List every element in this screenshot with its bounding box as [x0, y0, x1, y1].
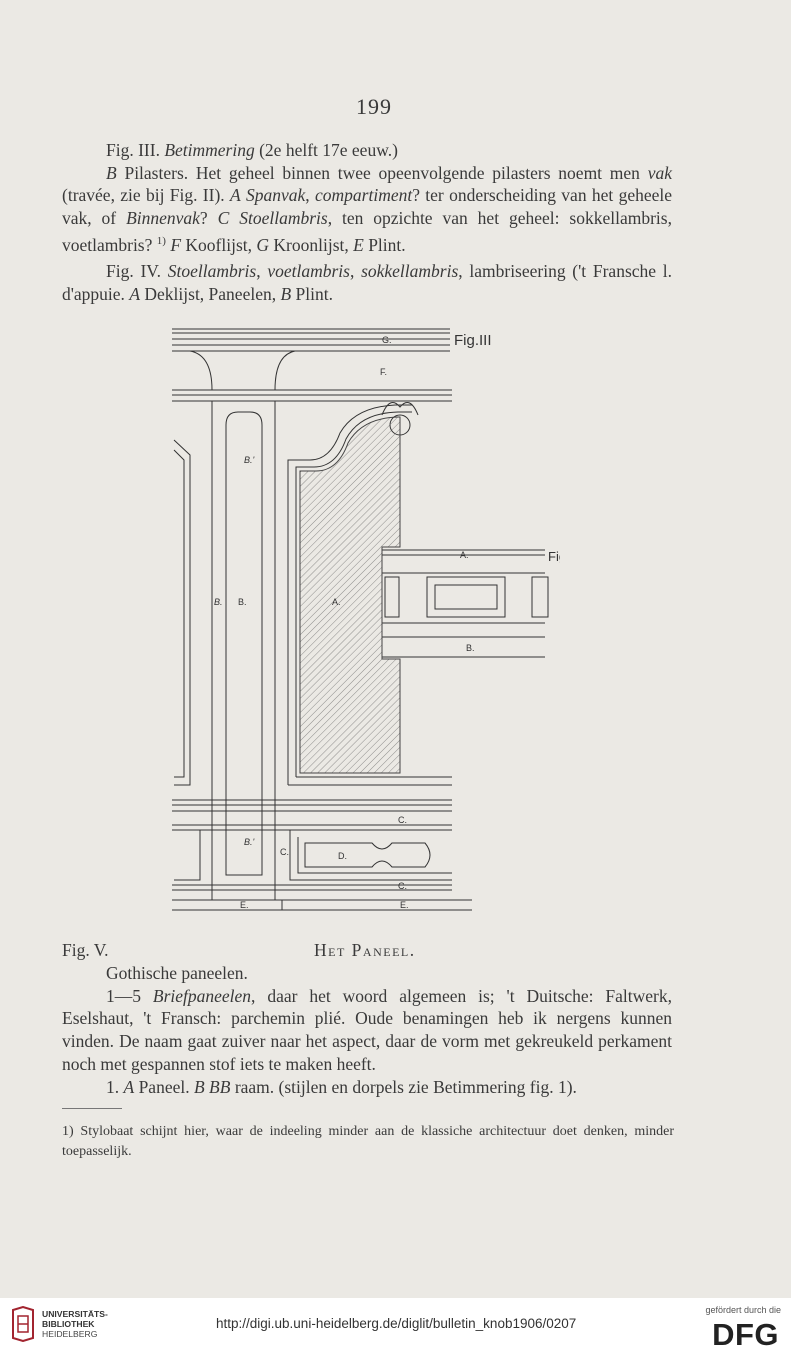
label-b-prime-1: B.'	[244, 455, 255, 465]
dfg-logo[interactable]: DFG	[712, 1317, 779, 1352]
label-b-center: B.	[238, 597, 247, 607]
fig4-title: Fig.IV·	[548, 549, 560, 564]
page-number: 199	[356, 94, 392, 119]
label-a-fig4: A.	[460, 550, 469, 560]
label-c-left: C.	[280, 847, 289, 857]
university-library-name: UNIVERSITÄTS- BIBLIOTHEK HEIDELBERG	[42, 1309, 108, 1339]
heidelberg-seal-icon	[12, 1306, 34, 1342]
label-b-left: B.	[214, 597, 223, 607]
permalink-url[interactable]: http://digi.ub.uni-heidelberg.de/diglit/…	[216, 1316, 577, 1331]
fig5-item-1: 1. A Paneel. B BB raam. (stijlen en dorp…	[106, 1076, 577, 1097]
fig3-description: Fig. III. Betimmering (2e helft 17e eeuw…	[62, 139, 672, 306]
fig5-title: Het Paneel.	[314, 940, 416, 960]
label-b-fig4: B.	[466, 643, 475, 653]
label-g: G.	[382, 335, 392, 345]
label-d: D.	[338, 851, 347, 861]
scanned-page: 199 Fig. III. Betimmering (2e helft 17e …	[62, 94, 674, 1159]
footnote-rule	[62, 1108, 122, 1109]
fig5-description: Gothische paneelen. 1—5 Briefpaneelen, d…	[62, 962, 672, 1098]
label-a-center: A.	[332, 597, 341, 607]
university-library-logo[interactable]: UNIVERSITÄTS- BIBLIOTHEK HEIDELBERG	[10, 1306, 108, 1342]
fig5-paragraph: 1—5 Briefpaneelen, daar het woord algeme…	[62, 985, 672, 1074]
wainscot-figure: G. F. B.' B. B. A. A. B. C. C. D. C. B.'…	[172, 328, 560, 911]
fig5-subtitle: Gothische paneelen.	[106, 963, 248, 983]
label-c-bottom: C.	[398, 881, 407, 891]
footnote: 1) Stylobaat schijnt hier, waar de indee…	[62, 1124, 674, 1159]
label-b-prime-2: B.'	[244, 837, 255, 847]
fig4-legend: Fig. IV. Stoellambris, voetlambris, sokk…	[62, 261, 672, 305]
funding-note: gefördert durch die	[705, 1305, 781, 1315]
fig5-label: Fig. V.	[62, 940, 109, 960]
figure-labels: G. F. B.' B. B. A. A. B. C. C. D. C. B.'…	[214, 335, 475, 910]
label-e-1: E.	[240, 900, 249, 910]
figure-titles: Fig.III Fig.IV·	[454, 332, 560, 564]
wainscot-lines	[172, 328, 549, 911]
hatched-glass	[299, 416, 401, 774]
fig3-title: Fig.III	[454, 332, 492, 349]
label-f: F.	[380, 367, 387, 377]
footer-bar: UNIVERSITÄTS- BIBLIOTHEK HEIDELBERG http…	[0, 1298, 791, 1355]
fig3-legend: B Pilasters. Het geheel binnen twee opee…	[62, 162, 673, 255]
label-e-2: E.	[400, 900, 409, 910]
fig5-caption: Fig. V. Het Paneel.	[62, 940, 672, 961]
label-c-top: C.	[398, 815, 407, 825]
fig3-heading: Fig. III. Betimmering (2e helft 17e eeuw…	[106, 140, 398, 160]
